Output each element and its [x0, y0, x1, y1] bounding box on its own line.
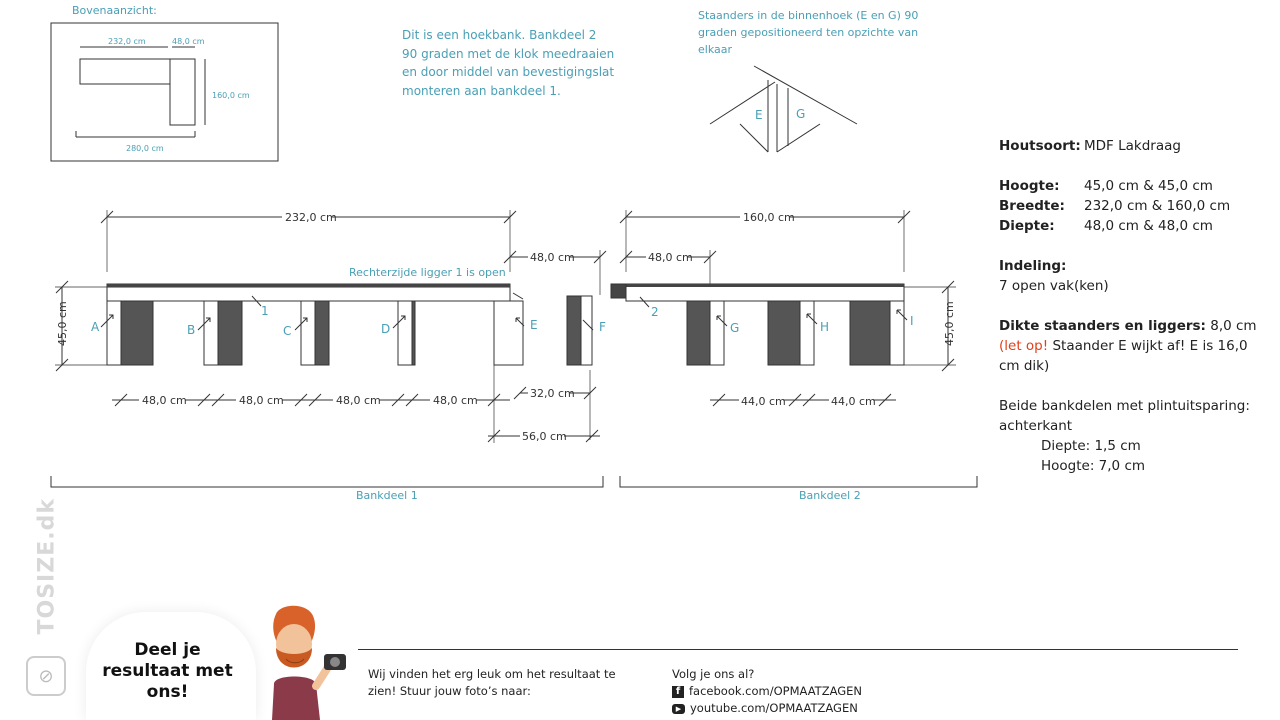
spec-width-key: Breedte:	[999, 198, 1065, 214]
spec-plinth-depth: Diepte: 1,5 cm	[1041, 438, 1141, 454]
p1-label-a: A	[91, 320, 100, 334]
corner-label-g: G	[796, 107, 805, 121]
spec-plinth-line-2: achterkant	[999, 418, 1073, 434]
spec-thick-val: 8,0 cm	[1210, 318, 1257, 334]
p2-label-h: H	[820, 320, 829, 334]
spec-depth-key: Diepte:	[999, 218, 1055, 234]
share-text-line-1: Wij vinden het erg leuk om het resultaat…	[368, 667, 616, 681]
p1-width-label: 232,0 cm	[285, 211, 337, 224]
top-view-title: Bovenaanzicht:	[72, 4, 157, 17]
p1-caption: Bankdeel 1	[356, 489, 418, 500]
p1-ligger-label: 1	[261, 304, 269, 318]
spec-thick-key: Dikte staanders en liggers:	[999, 318, 1206, 334]
brand-text: TOSIZE.dk	[34, 498, 60, 635]
instruction-line-4: monteren aan bankdeel 1.	[402, 83, 561, 98]
p1-total-depth: 56,0 cm	[522, 430, 567, 443]
p2-caption: Bankdeel 2	[799, 489, 861, 500]
corner-diagram: E G	[709, 65, 858, 153]
facebook-icon: f	[672, 685, 684, 698]
facebook-link[interactable]: facebook.com/OPMAATZAGEN	[689, 684, 863, 698]
p1-label-b: B	[187, 323, 195, 337]
p2-width-label: 160,0 cm	[743, 211, 795, 224]
bankdeel-1-diagram: 232,0 cm 48,0 cm Rechterzijde ligger 1 i…	[50, 209, 607, 500]
footer-divider	[358, 649, 1238, 650]
spec-height-key: Hoogte:	[999, 178, 1060, 194]
instruction-line-1: Dit is een hoekbank. Bankdeel 2	[402, 28, 597, 42]
instruction-text: Dit is een hoekbank. Bankdeel 2 90 grade…	[402, 26, 614, 100]
p2-gap-2: 44,0 cm	[831, 395, 876, 408]
p1-label-f: F	[599, 320, 606, 334]
share-text-line-2: zien! Stuur jouw foto’s naar:	[368, 684, 531, 698]
top-dim-160: 160,0 cm	[212, 91, 250, 100]
corner-note-line-3: elkaar	[698, 43, 733, 56]
p1-height-label: 45,0 cm	[56, 301, 69, 346]
spec-plinth-line-1: Beide bankdelen met plintuitsparing:	[999, 398, 1250, 414]
tosize-brand: TOSIZE.dk	[30, 498, 60, 645]
youtube-icon: ▶	[672, 703, 685, 714]
p1-gap-4: 48,0 cm	[433, 394, 478, 407]
p1-gap-2: 48,0 cm	[239, 394, 284, 407]
corner-label-e: E	[755, 108, 763, 122]
corner-note: Staanders in de binnenhoek (E en G) 90 g…	[698, 7, 918, 58]
spec-layout-key: Indeling:	[999, 258, 1067, 274]
follow-section: Volg je ons al? f facebook.com/OPMAATZAG…	[672, 666, 932, 717]
corner-note-line-2: graden gepositioneerd ten opzichte van	[698, 26, 919, 39]
p1-label-c: C	[283, 324, 291, 338]
share-text: Wij vinden het erg leuk om het resultaat…	[368, 666, 628, 700]
mascot-illustration	[272, 605, 346, 720]
spec-height-val: 45,0 cm & 45,0 cm	[1084, 178, 1213, 194]
spec-thickness: Dikte staanders en liggers: 8,0 cm (let …	[999, 316, 1269, 376]
instruction-line-3: en door middel van bevestigingslat	[402, 65, 615, 79]
spec-warning-rest: Staander E wijkt af! E is 16,0 cm dik)	[999, 338, 1248, 374]
top-dim-232: 232,0 cm	[108, 37, 146, 46]
p1-open-note: Rechterzijde ligger 1 is open	[349, 266, 506, 279]
spec-layout-val: 7 open vak(ken)	[999, 278, 1109, 294]
p1-gap-3: 48,0 cm	[336, 394, 381, 407]
brand-logo-icon: ⊘	[26, 656, 66, 696]
p1-label-d: D	[381, 322, 390, 336]
spec-depth-val: 48,0 cm & 48,0 cm	[1084, 218, 1213, 234]
youtube-link[interactable]: youtube.com/OPMAATZAGEN	[690, 701, 858, 715]
p2-label-i: I	[910, 314, 914, 328]
specs-panel: Houtsoort:MDF Lakdraag Hoogte: 45,0 cm & …	[999, 136, 1269, 476]
spec-warning: (let op!	[999, 338, 1049, 354]
p2-height-label: 45,0 cm	[943, 301, 956, 346]
top-view-diagram: 232,0 cm 48,0 cm 160,0 cm 280,0 cm	[50, 22, 279, 162]
corner-note-line-1: Staanders in de binnenhoek (E en G) 90	[698, 9, 919, 22]
p1-depth-label: 48,0 cm	[530, 251, 575, 264]
share-bubble	[86, 612, 256, 720]
instruction-line-2: 90 graden met de klok meedraaien	[402, 46, 615, 61]
p2-depth-label: 48,0 cm	[648, 251, 693, 264]
p2-label-g: G	[730, 321, 739, 335]
spec-wood-key: Houtsoort:	[999, 138, 1081, 154]
bankdeel-2-diagram: 160,0 cm 48,0 cm 45,0 cm 2 G H I 44,0 cm…	[610, 209, 978, 500]
spec-wood-val: MDF Lakdraag	[1084, 138, 1181, 154]
top-dim-280: 280,0 cm	[126, 144, 164, 153]
spec-plinth-height: Hoogte: 7,0 cm	[1041, 458, 1146, 474]
top-dim-48: 48,0 cm	[172, 37, 205, 46]
p2-ligger-label: 2	[651, 305, 659, 319]
p2-gap-1: 44,0 cm	[741, 395, 786, 408]
follow-title: Volg je ons al?	[672, 667, 755, 681]
p1-side-depth: 32,0 cm	[530, 387, 575, 400]
spec-width-val: 232,0 cm & 160,0 cm	[1084, 198, 1231, 214]
p1-gap-1: 48,0 cm	[142, 394, 187, 407]
share-title: Deel je resultaat met ons!	[102, 640, 233, 702]
p1-label-e: E	[530, 318, 538, 332]
